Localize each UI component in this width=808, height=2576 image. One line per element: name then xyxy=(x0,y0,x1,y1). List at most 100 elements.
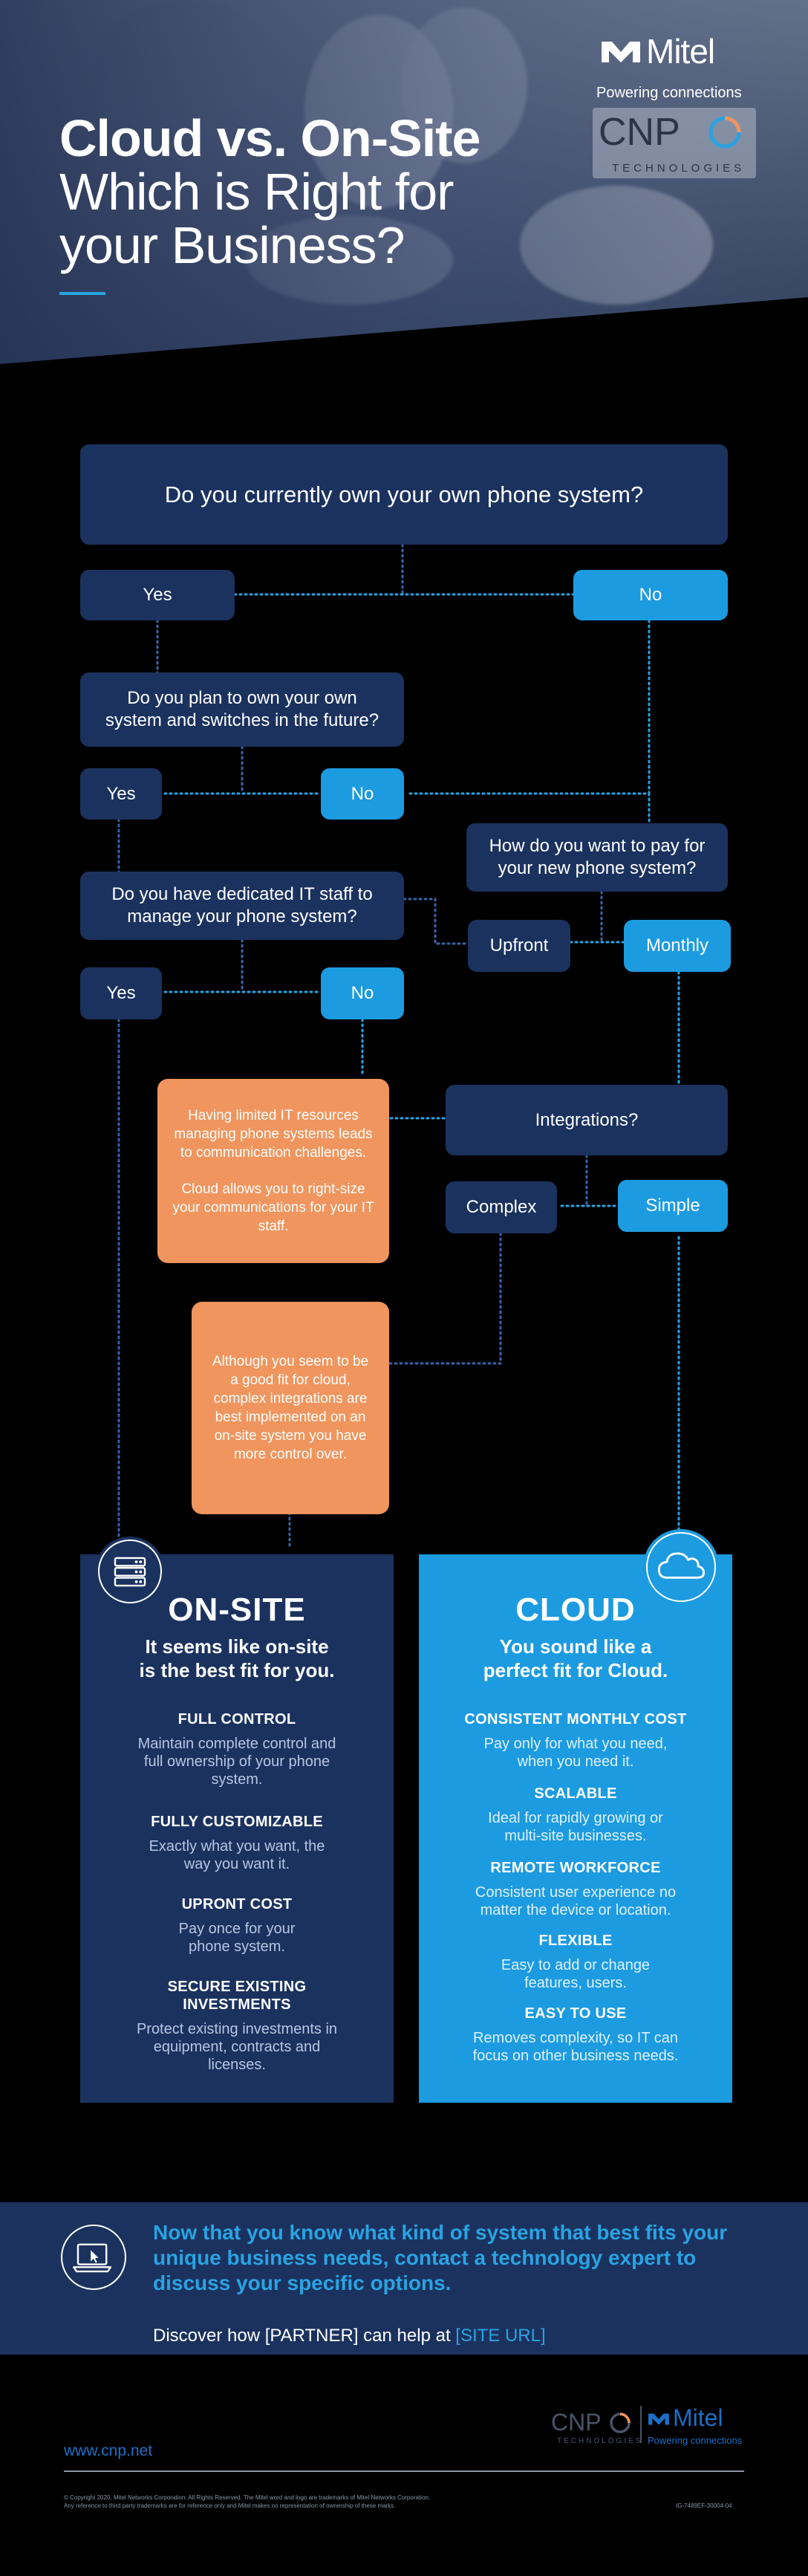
onsite-feature-heading: UPRONT COST xyxy=(181,1896,293,1912)
answer-yes-plan-to-own: Yes xyxy=(80,768,162,820)
mitel-logo-icon xyxy=(602,42,640,62)
footer-document-code: IG-7489EF-30004-04 xyxy=(676,2502,732,2509)
laptop-cursor-icon xyxy=(61,2225,126,2290)
cloud-feature-monthly-cost: CONSISTENT MONTHLY COST Pay only for wha… xyxy=(419,1710,732,1771)
cta-discover-line: Discover how [PARTNER] can help at [SITE… xyxy=(153,2326,546,2346)
question-how-to-pay: How do you want to pay for your new phon… xyxy=(466,823,728,892)
onsite-title: ON-SITE xyxy=(168,1592,306,1628)
cloud-feature-desc: Consistent user experience no matter the… xyxy=(475,1884,677,1918)
answer-yes-own-system-label: Yes xyxy=(143,585,172,605)
answer-yes-it-staff-label: Yes xyxy=(106,983,136,1003)
cloud-subtitle-line-2: perfect fit for Cloud. xyxy=(483,1659,668,1681)
hero-overlay xyxy=(0,0,808,364)
question-own-phone-system: Do you currently own your own phone syst… xyxy=(80,444,728,545)
onsite-subtitle: It seems like on-site is the best fit fo… xyxy=(80,1635,394,1682)
cnp-ring-icon xyxy=(708,116,741,149)
cloud-feature-easy-to-use: EASY TO USE Removes complexity, so IT ca… xyxy=(419,2005,732,2065)
onsite-feature-heading: FULLY CUSTOMIZABLE xyxy=(151,1814,323,1830)
question-plan-to-own-text: Do you plan to own your own system and s… xyxy=(105,688,379,730)
cloud-result-card: CLOUD You sound like a perfect fit for C… xyxy=(419,1554,732,2103)
mitel-wordmark: Mitel xyxy=(646,32,715,71)
answer-monthly: Monthly xyxy=(624,920,731,972)
footer-mitel-wordmark: Mitel xyxy=(673,2404,723,2431)
cloud-feature-scalable: SCALABLE Ideal for rapidly growing or mu… xyxy=(419,1785,732,1845)
answer-simple: Simple xyxy=(618,1180,728,1232)
question-how-to-pay-text: How do you want to pay for your new phon… xyxy=(489,836,706,878)
note-complex-integrations-text: Although you seem to be a good fit for c… xyxy=(212,1354,369,1462)
onsite-feature-heading: SECURE EXISTING INVESTMENTS xyxy=(167,1979,307,2013)
onsite-subtitle-line-1: It seems like on-site xyxy=(145,1635,329,1658)
hero-accent-rule xyxy=(59,292,105,295)
cloud-icon xyxy=(646,1532,716,1602)
answer-upfront: Upfront xyxy=(468,920,570,972)
footer-copyright-line-2: Any reference to third party trademarks … xyxy=(64,2502,396,2509)
answer-yes-it-staff: Yes xyxy=(80,967,162,1019)
answer-no-plan-to-own-label: No xyxy=(351,783,374,804)
cta-site-link[interactable]: [SITE URL] xyxy=(455,2326,546,2346)
cloud-subtitle: You sound like a perfect fit for Cloud. xyxy=(419,1635,732,1682)
cloud-title: CLOUD xyxy=(515,1592,636,1628)
answer-simple-label: Simple xyxy=(645,1195,700,1216)
hero-title-line-3: your Business? xyxy=(59,216,405,274)
footer-website-link[interactable]: www.cnp.net xyxy=(64,2442,153,2459)
note-limited-it-resources-text-b: Cloud allows you to right-size your comm… xyxy=(172,1181,374,1234)
footer-mitel-logo-icon xyxy=(648,2413,669,2425)
footer-cnp-wordmark: CNP xyxy=(551,2409,602,2436)
onsite-feature-upfront-cost: UPRONT COST Pay once for your phone syst… xyxy=(80,1895,394,1956)
question-plan-to-own: Do you plan to own your own system and s… xyxy=(80,672,404,747)
answer-no-it-staff: No xyxy=(321,967,404,1019)
onsite-feature-heading: FULL CONTROL xyxy=(177,1711,296,1727)
note-limited-it-resources: Having limited IT resources managing pho… xyxy=(157,1079,389,1263)
cloud-feature-desc: Easy to add or change features, users. xyxy=(501,1957,651,1991)
mitel-tagline: Powering connections xyxy=(596,85,742,101)
footer-divider xyxy=(64,2470,744,2472)
footer-copyright-line-1: © Copyright 2020, Mitel Networks Corpora… xyxy=(64,2494,431,2501)
cta-discover-prefix: Discover how [PARTNER] can help at xyxy=(153,2326,456,2346)
note-limited-it-resources-text-a: Having limited IT resources managing pho… xyxy=(174,1108,373,1161)
onsite-feature-secure-investments: SECURE EXISTING INVESTMENTS Protect exis… xyxy=(80,1978,394,2074)
answer-no-it-staff-label: No xyxy=(351,983,374,1003)
question-integrations: Integrations? xyxy=(446,1085,728,1155)
answer-complex: Complex xyxy=(446,1181,557,1233)
cnp-subtitle: TECHNOLOGIES xyxy=(612,162,746,175)
answer-complex-label: Complex xyxy=(466,1197,537,1217)
cloud-feature-flexible: FLEXIBLE Easy to add or change features,… xyxy=(419,1932,732,1992)
question-integrations-text: Integrations? xyxy=(535,1109,639,1130)
answer-no-own-system-label: No xyxy=(639,585,662,605)
question-dedicated-it-staff-text: Do you have dedicated IT staff to manage… xyxy=(111,884,373,927)
question-dedicated-it-staff: Do you have dedicated IT staff to manage… xyxy=(80,872,404,940)
footer-logo-divider xyxy=(640,2406,642,2443)
cloud-feature-desc: Removes complexity, so IT can focus on o… xyxy=(472,2030,679,2064)
onsite-feature-customizable: FULLY CUSTOMIZABLE Exactly what you want… xyxy=(80,1813,394,1873)
hero-title: Cloud vs. On-Site Which is Right for you… xyxy=(59,111,520,272)
answer-monthly-label: Monthly xyxy=(645,935,709,956)
footer-cnp-subtitle: TECHNOLOGIES xyxy=(557,2437,643,2445)
note-complex-integrations: Although you seem to be a good fit for c… xyxy=(192,1302,389,1514)
hero-title-line-1: Cloud vs. On-Site xyxy=(59,109,480,167)
hero-title-line-2: Which is Right for xyxy=(59,163,454,221)
answer-yes-own-system: Yes xyxy=(80,570,235,620)
answer-yes-plan-to-own-label: Yes xyxy=(106,783,136,804)
footer-copyright: © Copyright 2020, Mitel Networks Corpora… xyxy=(64,2494,584,2510)
cloud-feature-heading: SCALABLE xyxy=(534,1785,617,1802)
footer-mitel-tagline: Powering connections xyxy=(648,2435,743,2446)
cta-banner xyxy=(0,2202,808,2355)
onsite-feature-desc: Exactly what you want, the way you want … xyxy=(149,1838,325,1872)
cloud-subtitle-line-1: You sound like a xyxy=(499,1635,652,1658)
answer-no-own-system: No xyxy=(573,570,728,620)
onsite-feature-desc: Pay once for your phone system. xyxy=(178,1921,296,1955)
onsite-feature-desc: Maintain complete control and full owner… xyxy=(137,1736,336,1788)
onsite-feature-desc: Protect existing investments in equipmen… xyxy=(136,2021,338,2073)
cnp-wordmark: CNP xyxy=(599,111,680,154)
answer-upfront-label: Upfront xyxy=(489,935,549,956)
cloud-feature-heading: EASY TO USE xyxy=(524,2005,627,2022)
cloud-feature-heading: FLEXIBLE xyxy=(538,1933,613,1949)
onsite-subtitle-line-2: is the best fit for you. xyxy=(139,1659,335,1681)
question-own-phone-system-text: Do you currently own your own phone syst… xyxy=(164,481,644,507)
cloud-feature-heading: REMOTE WORKFORCE xyxy=(490,1860,661,1876)
onsite-feature-full-control: FULL CONTROL Maintain complete control a… xyxy=(80,1710,394,1788)
onsite-result-card: ON-SITE It seems like on-site is the bes… xyxy=(80,1554,394,2103)
cta-message: Now that you know what kind of system th… xyxy=(153,2221,728,2294)
footer-cnp-ring-icon xyxy=(610,2413,631,2433)
